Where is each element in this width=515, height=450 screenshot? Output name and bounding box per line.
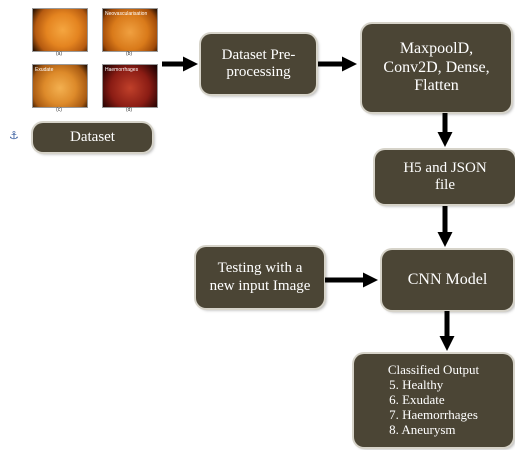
fundus-image-haemorrhages: Haemorrhages (102, 64, 158, 108)
image-caption-c: (c) (56, 107, 62, 113)
output-item-healthy: 5. Healthy (389, 377, 444, 393)
fundus-image-neovascularisation: Neovascularisation (102, 8, 158, 52)
output-item-haemorrhages: 7. Haemorrhages (389, 406, 478, 422)
node-h5-json-label: H5 and JSON file (403, 159, 487, 193)
node-dataset: Dataset (33, 123, 152, 152)
node-cnn-model-label: CNN Model (407, 270, 488, 288)
node-h5-json: H5 and JSON file (375, 150, 515, 204)
anchor-icon: ⚓ (9, 129, 19, 142)
node-layers-label: MaxpoolD, Conv2D, Dense, Flatten (383, 40, 490, 95)
image-caption-b: (b) (125, 51, 133, 57)
output-item-aneurysm: 8. Aneurysm (389, 421, 456, 437)
dataset-image-grid: (a) Neovascularisation (b) Exudate (c) H… (30, 8, 160, 120)
output-class-list: 5. Healthy 6. Exudate 7. Haemorrhages 8.… (389, 377, 478, 438)
image-caption-d: (d) (125, 107, 133, 113)
image-label-b: Neovascularisation (105, 11, 148, 17)
node-dataset-label: Dataset (70, 128, 115, 145)
fundus-image-exudate: Exudate (32, 64, 88, 108)
node-cnn-model: CNN Model (382, 250, 513, 310)
node-preprocessing: Dataset Pre-processing (201, 34, 316, 94)
image-label-d: Haemorrhages (105, 67, 139, 73)
output-title: Classified Output (387, 362, 480, 378)
node-testing-label: Testing with a new input Image (209, 260, 311, 294)
node-testing: Testing with a new input Image (196, 247, 324, 308)
image-label-c: Exudate (35, 67, 54, 73)
node-classified-output: Classified Output 5. Healthy 6. Exudate … (354, 354, 513, 447)
node-preprocessing-label: Dataset Pre-processing (221, 46, 296, 80)
node-layers: MaxpoolD, Conv2D, Dense, Flatten (362, 24, 511, 112)
fundus-image-healthy (32, 8, 88, 52)
image-caption-a: (a) (55, 51, 63, 57)
output-item-exudate: 6. Exudate (389, 392, 445, 408)
